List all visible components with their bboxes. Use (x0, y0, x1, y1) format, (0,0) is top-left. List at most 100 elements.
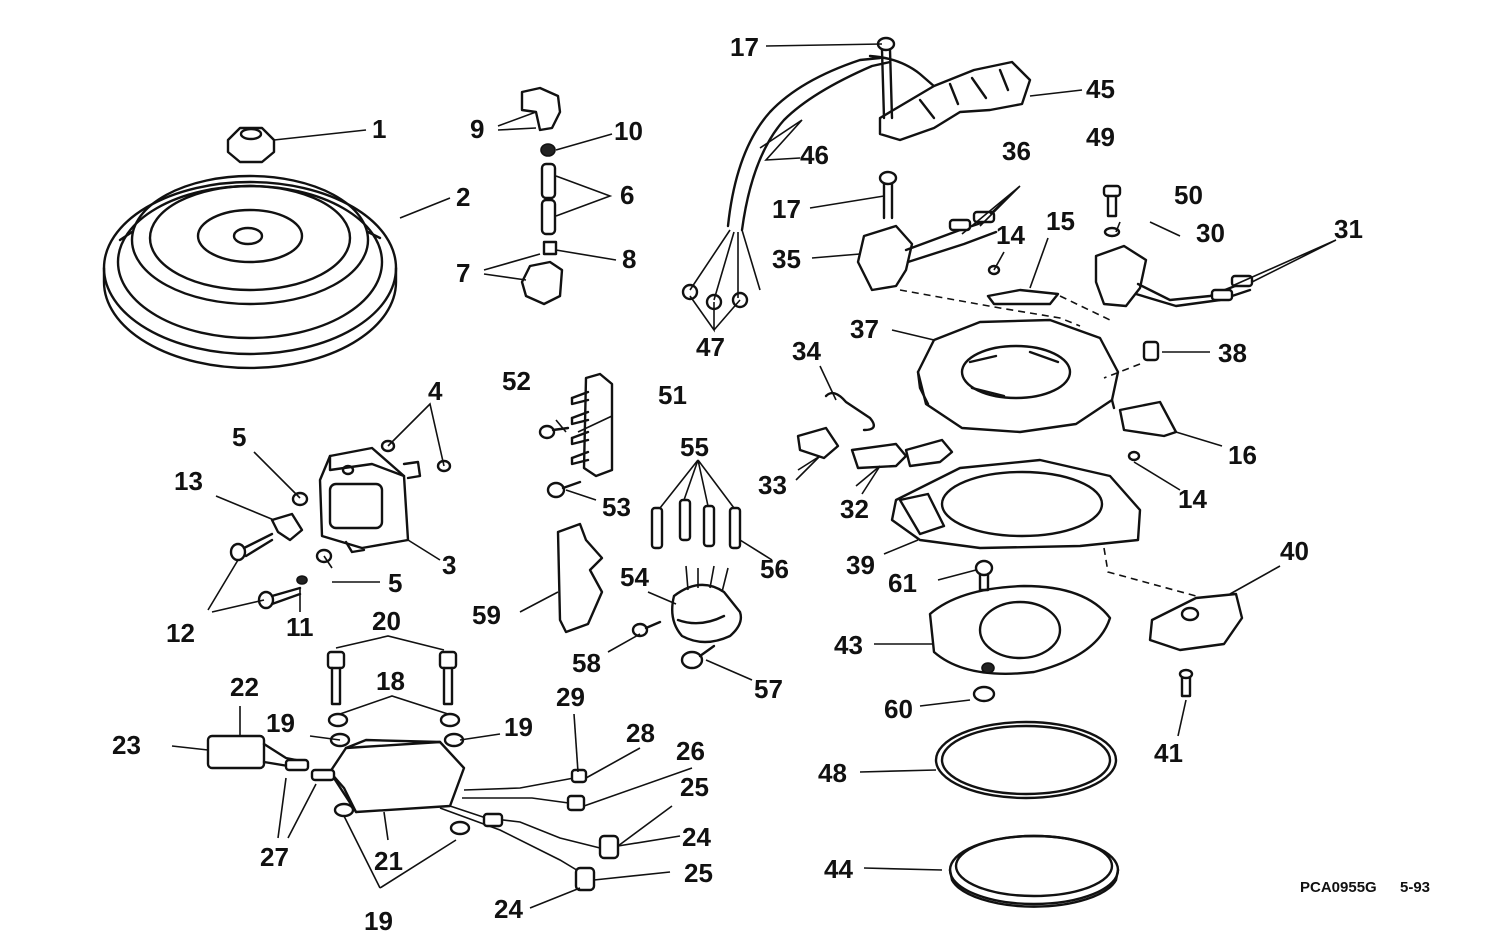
charge-coil-right (1094, 244, 1254, 308)
callout-9: 9 (470, 114, 484, 144)
spark-plug-boot-upper (520, 86, 562, 132)
plate-washer-and-screw (972, 559, 996, 703)
stator-lead-harness (681, 54, 952, 311)
callout-1: 1 (372, 114, 386, 144)
callout-15: 15 (1046, 206, 1075, 236)
callout-17a: 17 (730, 32, 759, 62)
coil-retainer (986, 288, 1060, 306)
callout-52: 52 (502, 366, 531, 396)
callout-25b: 25 (684, 858, 713, 888)
timer-base (916, 318, 1120, 434)
callout-19b: 19 (504, 712, 533, 742)
callout-4: 4 (428, 376, 443, 406)
flywheel-nut (226, 126, 276, 164)
callout-32: 32 (840, 494, 869, 524)
power-pack-connector (206, 734, 336, 782)
callout-58: 58 (572, 648, 601, 678)
callout-45: 45 (1086, 74, 1115, 104)
callout-24a: 24 (682, 822, 711, 852)
drawing-reference: PCA0955G 5-93 (1300, 879, 1430, 896)
callout-53: 53 (602, 492, 631, 522)
callout-54: 54 (620, 562, 649, 592)
callout-28: 28 (626, 718, 655, 748)
callout-18: 18 (376, 666, 405, 696)
callout-labels: 1 2 3 4 5 5 6 7 8 9 10 11 12 13 14 14 15… (112, 32, 1363, 936)
callout-57: 57 (754, 674, 783, 704)
retainer-plate (928, 584, 1112, 675)
armature-plate (890, 458, 1142, 550)
power-pack-bolts (326, 650, 458, 706)
callout-2: 2 (456, 182, 470, 212)
callout-60: 60 (884, 694, 913, 724)
power-pack-terminals (482, 768, 620, 892)
sealing-ring (934, 720, 1118, 800)
callout-59: 59 (472, 600, 501, 630)
coil-washers (291, 439, 452, 585)
boot-spring-clip (540, 143, 556, 157)
callout-19a: 19 (266, 708, 295, 738)
terminal-block (570, 372, 614, 478)
spark-plug-connector-tubes (540, 162, 557, 236)
callout-24b: 24 (494, 894, 523, 924)
pickup-block (1148, 592, 1244, 698)
callout-41: 41 (1154, 738, 1183, 768)
callout-16: 16 (1228, 440, 1257, 470)
callout-6: 6 (620, 180, 634, 210)
callout-29: 29 (556, 682, 585, 712)
callout-50: 50 (1174, 180, 1203, 210)
callout-30: 30 (1196, 218, 1225, 248)
callout-14b: 14 (1178, 484, 1207, 514)
timer-base-hardware (796, 340, 1160, 470)
coil-ground-clip (270, 512, 304, 542)
callout-14a: 14 (996, 220, 1025, 250)
terminal-screws (538, 424, 582, 499)
callout-21: 21 (374, 846, 403, 876)
coil-mount-screws (987, 184, 1141, 462)
callout-20: 20 (372, 606, 401, 636)
drawing-date: 5-93 (1400, 879, 1430, 896)
callout-46: 46 (800, 140, 829, 170)
callout-31: 31 (1334, 214, 1363, 244)
callout-10: 10 (614, 116, 643, 146)
callout-11: 11 (286, 612, 314, 642)
callout-44: 44 (824, 854, 853, 884)
callout-48: 48 (818, 758, 847, 788)
callout-49: 49 (1086, 122, 1115, 152)
sensor-assembly (878, 60, 1032, 142)
ignition-coil (318, 446, 422, 554)
callout-26: 26 (676, 736, 705, 766)
rectifier (671, 565, 743, 644)
support-plate (1118, 400, 1178, 438)
spark-plug-boot-lower (520, 240, 564, 306)
callout-40: 40 (1280, 536, 1309, 566)
callout-7: 7 (456, 258, 470, 288)
callout-47: 47 (696, 332, 725, 362)
callout-39: 39 (846, 550, 875, 580)
callout-55: 55 (680, 432, 709, 462)
assembly-lines (899, 289, 1197, 597)
callout-43: 43 (834, 630, 863, 660)
callout-13: 13 (174, 466, 203, 496)
callout-38: 38 (1218, 338, 1247, 368)
callout-19c: 19 (364, 906, 393, 936)
callout-37: 37 (850, 314, 879, 344)
callout-3: 3 (442, 550, 456, 580)
callout-12: 12 (166, 618, 195, 648)
callout-23: 23 (112, 730, 141, 760)
flywheel (102, 174, 398, 370)
callout-5a: 5 (232, 422, 246, 452)
callout-51: 51 (658, 380, 687, 410)
sensor-screws (876, 36, 898, 220)
rectifier-leads (650, 498, 742, 550)
callout-35: 35 (772, 244, 801, 274)
rectifier-screws (631, 620, 716, 670)
callout-36: 36 (1002, 136, 1031, 166)
power-pack (328, 738, 601, 873)
leader-lines (171, 43, 1337, 909)
coil-screws (229, 532, 302, 610)
callout-8: 8 (622, 244, 636, 274)
callout-33: 33 (758, 470, 787, 500)
terminal-cover (556, 522, 604, 634)
callout-22: 22 (230, 672, 259, 702)
